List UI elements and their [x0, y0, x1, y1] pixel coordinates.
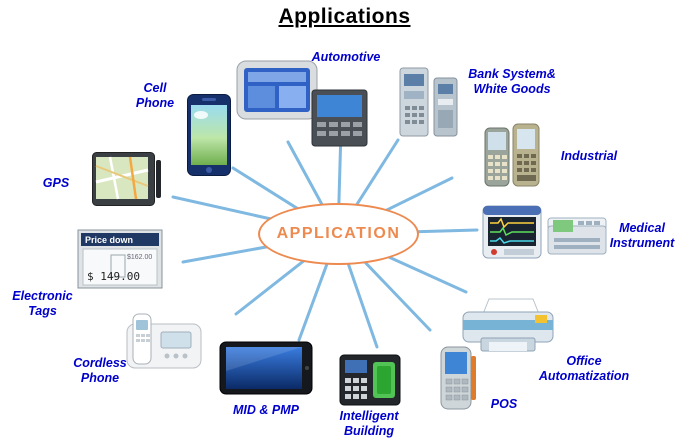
office-label: Office Automatization [538, 354, 630, 383]
page-title: Applications [278, 5, 411, 28]
cell-phone-label: Cell Phone [135, 81, 175, 110]
mid-pmp-label: MID & PMP [233, 403, 299, 417]
pos-terminal-image [438, 346, 478, 410]
medical-label: Medical Instrument [609, 221, 675, 250]
etag-header-text: Price down [85, 235, 133, 245]
application-center-label: APPLICATION [276, 225, 401, 242]
electronic-price-tag-image: Price down $162.00 $ 149.00 [77, 229, 163, 289]
industrial-handhelds-image [483, 122, 541, 190]
bank-label: Bank System& White Goods [468, 67, 556, 96]
pos-label: POS [490, 397, 518, 411]
cordless-phone-image [119, 310, 205, 374]
etag-old-price-text: $162.00 [127, 254, 152, 261]
cordless-phone-label: Cordless Phone [73, 356, 127, 385]
tablet-image [219, 341, 313, 395]
automotive-devices-image [236, 60, 368, 148]
gps-label: GPS [42, 176, 70, 190]
medical-devices-image [482, 202, 610, 264]
printer-image [459, 297, 557, 355]
intelligent-building-label: Intelligent Building [339, 409, 399, 438]
automotive-label: Automotive [311, 50, 381, 64]
electronic-tags-label: Electronic Tags [12, 289, 73, 318]
cell-phone-image [187, 94, 231, 176]
industrial-label: Industrial [560, 149, 618, 163]
gps-navigator-image [92, 152, 162, 206]
etag-price-text: $ 149.00 [87, 270, 140, 283]
application-center-node: APPLICATION [258, 203, 419, 265]
bank-white-goods-image [398, 66, 460, 138]
fingerprint-access-image [339, 354, 401, 406]
